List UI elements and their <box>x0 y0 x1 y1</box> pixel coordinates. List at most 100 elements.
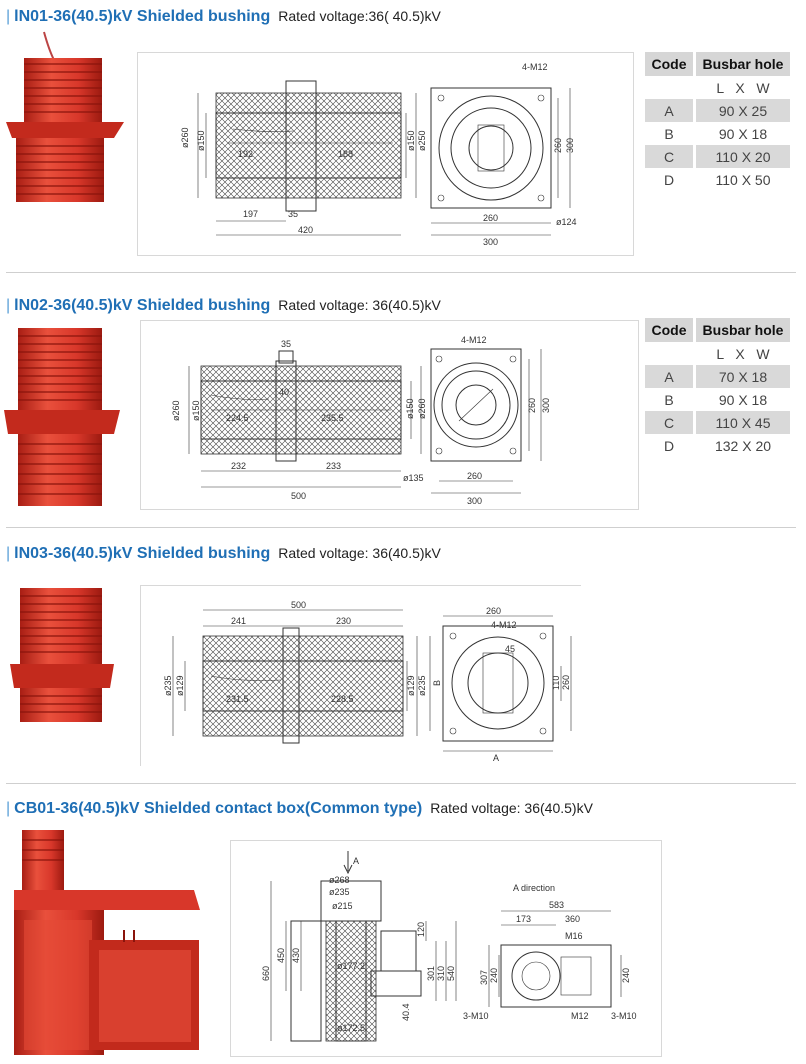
section-divider <box>6 272 796 273</box>
dimension-label: ø260 <box>180 127 190 148</box>
dimension-label: 260 <box>486 606 501 616</box>
table-cell: A <box>645 365 693 388</box>
dimension-label: ø172.5 <box>337 1023 365 1033</box>
dimension-label: 260 <box>527 398 537 413</box>
dimension-label: 301 <box>426 966 436 981</box>
dimension-label: 660 <box>261 966 271 981</box>
dimension-label: 260 <box>467 471 482 481</box>
header-bar: | <box>6 800 11 817</box>
dimension-label: 197 <box>243 209 258 219</box>
dimension-label: A direction <box>513 883 555 893</box>
dimension-label: 420 <box>298 225 313 235</box>
table-cell: D <box>663 437 675 454</box>
table-header: Busbar hole <box>693 52 790 76</box>
dimension-label: 300 <box>541 398 551 413</box>
header-bar: | <box>6 545 11 562</box>
dimension-label: 192 <box>238 149 253 159</box>
table-cell: 70 X 18 <box>693 365 790 388</box>
dimension-label: 583 <box>549 900 564 910</box>
dimension-label: 232 <box>231 461 246 471</box>
dimension-label: 240 <box>489 968 499 983</box>
table-row: L X W <box>645 76 790 99</box>
dimension-label: 4-M12 <box>491 620 517 630</box>
dimension-label: ø129 <box>175 675 185 696</box>
table-cell: 90 X 18 <box>693 122 790 145</box>
product-photo-cb01 <box>14 830 200 1055</box>
dimension-label: 4-M12 <box>461 335 487 345</box>
dimension-label: ø124 <box>556 217 577 227</box>
table-header: Busbar hole <box>693 318 790 342</box>
drawing-ln03: 500 241 230 ø235 ø129 231.5 228.5 ø129 ø… <box>140 585 581 766</box>
dimension-label: 360 <box>565 914 580 924</box>
table-cell: D <box>663 171 675 188</box>
section-divider <box>6 527 796 528</box>
rated-voltage: Rated voltage: 36(40.5)kV <box>278 297 441 313</box>
product-photo-ln03 <box>10 588 114 722</box>
dimension-label: A <box>353 856 359 866</box>
table-cell: 110 X 45 <box>693 411 790 434</box>
dimension-label: 231.5 <box>226 694 249 704</box>
product-title: lN03-36(40.5)kV Shielded bushing <box>14 545 271 562</box>
rated-voltage: Rated voltage: 36(40.5)kV <box>430 800 593 816</box>
product-title: lN02-36(40.5)kV Shielded bushing <box>14 297 271 314</box>
table-cell: B <box>664 391 674 408</box>
product-title: CB01-36(40.5)kV Shielded contact box(Com… <box>14 800 423 817</box>
section-1-header: |lN01-36(40.5)kV Shielded bushing Rated v… <box>6 8 441 26</box>
dimension-label: 230 <box>336 616 351 626</box>
dimension-label: 233 <box>326 461 341 471</box>
dimension-label: 35 <box>281 339 291 349</box>
dimension-label: 500 <box>291 600 306 610</box>
dimension-label: 173 <box>516 914 531 924</box>
dimension-label: ø150 <box>405 398 415 419</box>
dimension-label: 40.4 <box>401 1003 411 1021</box>
dimension-label: 228.5 <box>331 694 354 704</box>
table-cell: 90 X 18 <box>693 388 790 411</box>
dimension-label: ø250 <box>417 130 427 151</box>
dimension-label: ø235 <box>329 887 350 897</box>
product-photo-ln01 <box>6 31 124 202</box>
dimension-label: ø215 <box>332 901 353 911</box>
dimension-label: ø260 <box>171 400 181 421</box>
product-title: lN01-36(40.5)kV Shielded bushing <box>14 8 271 25</box>
dimension-label: 540 <box>446 966 456 981</box>
product-photo-ln02 <box>4 328 120 506</box>
dimension-label: 241 <box>231 616 246 626</box>
table-cell: B <box>664 125 674 142</box>
drawing-ln02: 35 40 ø260 ø150 224.5 235.5 ø150 ø260 23… <box>140 320 639 510</box>
dimension-label: ø150 <box>196 130 206 151</box>
dimension-label: 260 <box>553 138 563 153</box>
dimension-label: ø135 <box>403 473 424 483</box>
dimension-label: ø235 <box>417 675 427 696</box>
dimension-label: 120 <box>416 922 426 937</box>
header-bar: | <box>6 8 11 25</box>
table-cell: C <box>645 411 693 434</box>
dimension-label: ø260 <box>417 398 427 419</box>
rated-voltage: Rated voltage:36( 40.5)kV <box>278 8 441 24</box>
table-cell: L X W <box>693 342 790 365</box>
dimension-label: 3-M10 <box>611 1011 637 1021</box>
table-cell: 110 X 20 <box>693 145 790 168</box>
dimension-label: 430 <box>291 948 301 963</box>
dimension-label: A <box>493 753 499 763</box>
dimension-label: M12 <box>571 1011 589 1021</box>
dimension-label: ø177.2 <box>337 961 365 971</box>
table-row: B 90 X 18 <box>645 122 790 145</box>
dimension-label: 35 <box>288 209 298 219</box>
dimension-label: 4-M12 <box>522 62 548 72</box>
dimension-label: 188 <box>338 149 353 159</box>
dimension-label: 307 <box>479 970 489 985</box>
table-row: B 90 X 18 <box>645 388 790 411</box>
table-cell: A <box>645 99 693 122</box>
dimension-label: ø150 <box>406 130 416 151</box>
dimension-label: 240 <box>621 968 631 983</box>
drawing-ln01: ø260 ø150 192 188 ø150 ø250 197 35 420 4… <box>137 52 634 256</box>
dimension-label: 235.5 <box>321 413 344 423</box>
